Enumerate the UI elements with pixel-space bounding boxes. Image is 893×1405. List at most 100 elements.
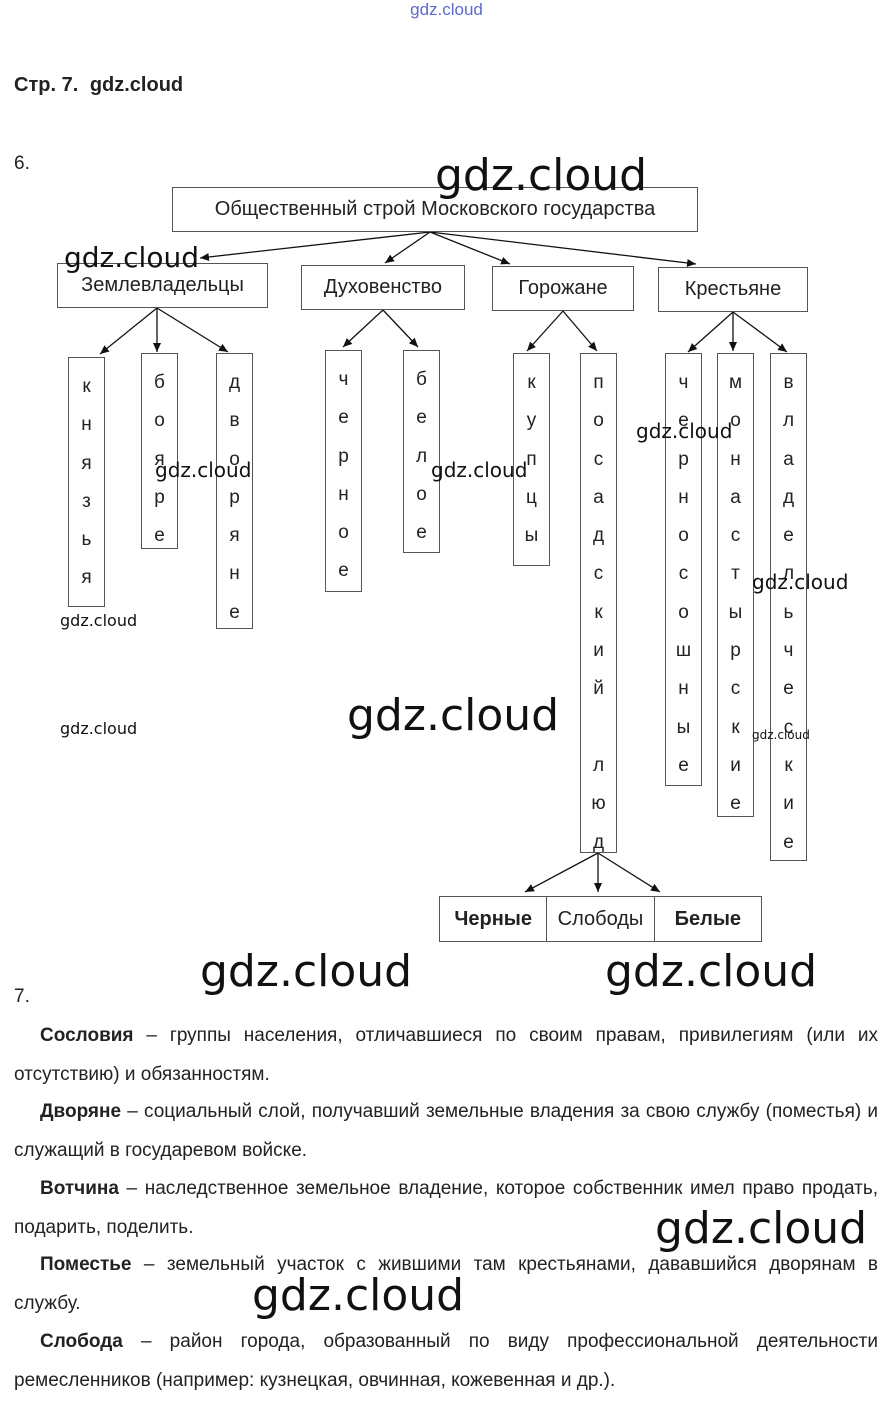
- letter: я: [154, 448, 165, 470]
- letter: б: [416, 369, 427, 390]
- letter: е: [154, 525, 165, 547]
- definition-term: Поместье: [40, 1254, 132, 1275]
- letter: т: [731, 563, 740, 585]
- letter: ч: [338, 369, 349, 390]
- letter: л: [782, 410, 795, 432]
- arrow-root-to-peasants: [429, 231, 697, 267]
- letter: ы: [728, 601, 743, 623]
- arrow-clergy-to-white: [382, 309, 419, 348]
- arrow-townspeople-to-posad: [562, 310, 598, 352]
- letter: е: [338, 560, 349, 582]
- letter: ц: [526, 486, 537, 508]
- arrow-clergy-to-black: [342, 309, 384, 348]
- letter: й: [593, 678, 604, 700]
- letter: е: [416, 522, 427, 544]
- watermark: gdz.cloud: [752, 728, 810, 742]
- letter: о: [229, 448, 240, 470]
- letter: р: [730, 640, 741, 662]
- letter: я: [81, 452, 92, 474]
- definition-term: Слобода: [40, 1331, 123, 1352]
- letter: а: [730, 486, 741, 508]
- arrow-townspeople-to-merchants: [526, 310, 564, 352]
- watermark: gdz.cloud: [347, 690, 560, 741]
- definition-text: – район города, образованный по виду про…: [14, 1331, 878, 1391]
- letter: я: [229, 525, 240, 547]
- arrow-landowners-to-nobles: [156, 307, 229, 353]
- letter: д: [782, 486, 795, 508]
- definition-term: Сословия: [40, 1025, 134, 1046]
- definition-text: – земельный участок с жившими там кресть…: [14, 1254, 878, 1314]
- letter: н: [678, 486, 689, 508]
- definition-sloboda: Слобода – район города, образованный по …: [14, 1323, 878, 1400]
- arrow-peasants-to-chernososhnye: [687, 311, 734, 353]
- letter: о: [678, 601, 689, 623]
- letter: н: [678, 678, 689, 700]
- letter: м: [728, 372, 743, 393]
- letter: ю: [591, 793, 606, 815]
- letter: я: [81, 567, 92, 589]
- letter: е: [783, 831, 794, 853]
- definition-text: – наследственное земельное владение, кот…: [14, 1178, 878, 1238]
- letter: н: [338, 483, 349, 505]
- letter: л: [592, 754, 605, 776]
- letter: е: [783, 525, 794, 547]
- definition-sosloviya: Сословия – группы населения, отличавшиес…: [14, 1017, 878, 1094]
- letter: о: [154, 410, 165, 432]
- letter: ч: [783, 640, 794, 662]
- page-reference: Стр. 7. gdz.cloud: [14, 74, 183, 97]
- letter: е: [229, 601, 240, 623]
- letter: с: [678, 563, 689, 585]
- group-landowners: Землевладельцы: [57, 263, 268, 308]
- watermark: gdz.cloud: [435, 150, 648, 201]
- letter: е: [783, 678, 794, 700]
- letter: р: [229, 486, 240, 508]
- watermark: gdz.cloud: [752, 570, 849, 594]
- letter: и: [783, 793, 794, 815]
- letter: о: [593, 410, 604, 432]
- root-box: Общественный строй Московского государст…: [172, 187, 698, 232]
- letter: в: [229, 410, 240, 432]
- letter: р: [154, 486, 165, 508]
- letter: ш: [675, 640, 692, 662]
- letter: и: [730, 754, 741, 776]
- arrow-root-to-landowners: [199, 231, 431, 261]
- letter: ч: [678, 372, 689, 393]
- definition-votchina: Вотчина – наследственное земельное владе…: [14, 1170, 878, 1247]
- letter: п: [526, 448, 537, 470]
- arrow-landowners-to-princes: [99, 307, 158, 355]
- group-clergy: Духовенство: [301, 265, 465, 310]
- group-peasants: Крестьяне: [658, 267, 808, 312]
- letter: о: [678, 525, 689, 547]
- letter: л: [782, 563, 795, 585]
- posad-subcategories: Черные Слободы Белые: [439, 896, 762, 942]
- task-7-number: 7.: [14, 986, 30, 1007]
- letter: в: [783, 372, 794, 393]
- letter: о: [730, 410, 741, 432]
- letter: д: [228, 372, 241, 393]
- arrow-peasants-to-vladelcheskie: [732, 311, 788, 353]
- letter: с: [593, 448, 604, 470]
- letter: ь: [81, 529, 92, 551]
- posad-slobody: Слободы: [547, 897, 655, 941]
- letter: у: [526, 410, 537, 432]
- page-ref-label: Стр. 7.: [14, 74, 79, 96]
- letter: к: [527, 372, 536, 393]
- letter: д: [592, 831, 605, 853]
- posad-white: Белые: [674, 907, 742, 930]
- letter: р: [678, 448, 689, 470]
- watermark: gdz.cloud: [636, 419, 733, 443]
- letter: е: [678, 754, 689, 776]
- watermark: gdz.cloud: [200, 946, 413, 997]
- letter: к: [594, 601, 603, 623]
- letter: с: [593, 563, 604, 585]
- posad-black: Черные: [440, 897, 548, 941]
- letter: з: [82, 490, 91, 512]
- watermark: gdz.cloud: [155, 458, 252, 482]
- watermark: gdz.cloud: [64, 241, 199, 274]
